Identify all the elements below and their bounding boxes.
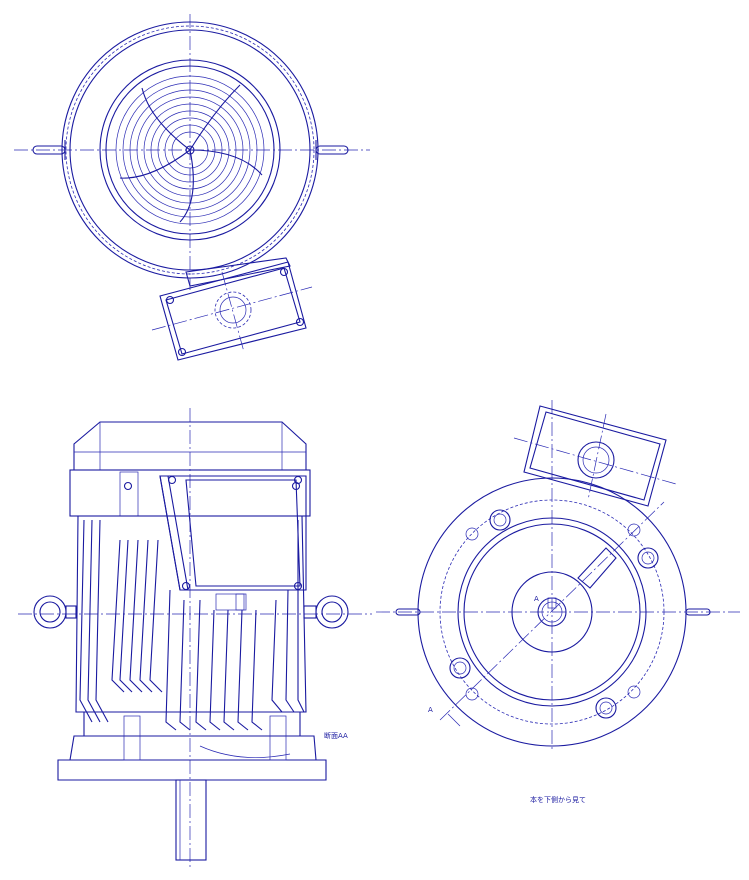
bottom-view: A A xyxy=(376,400,740,752)
lifting-eyes xyxy=(33,595,349,629)
top-terminal-box xyxy=(151,257,313,361)
front-terminal-box xyxy=(159,475,307,611)
section-mark-a-center: A xyxy=(534,595,539,603)
top-view xyxy=(14,14,370,361)
front-view xyxy=(18,408,372,870)
cooling-fins xyxy=(79,519,305,731)
section-label: 断面AA xyxy=(324,731,348,740)
mounting-holes xyxy=(449,509,659,719)
bottom-terminal-box xyxy=(513,405,677,507)
view-note: 本を下側から見て xyxy=(530,795,586,804)
fan-grille xyxy=(115,75,265,225)
section-mark-a-lower: A xyxy=(428,706,433,714)
